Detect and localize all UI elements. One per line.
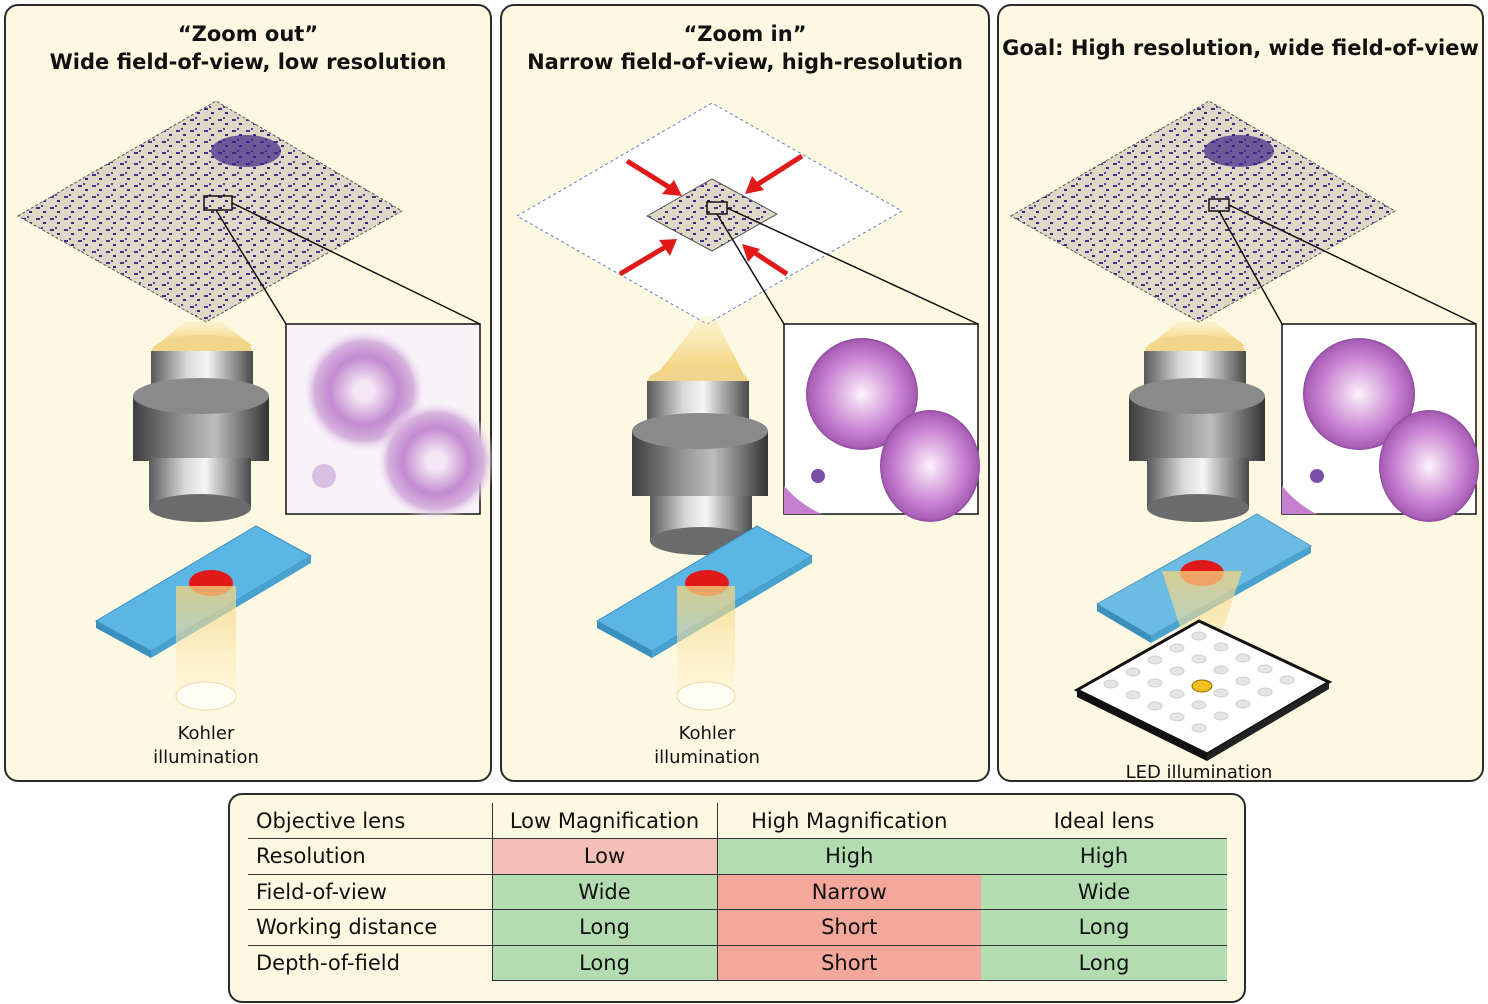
title-line-2: Narrow field-of-view, high-resolution: [527, 50, 963, 74]
table-row: Working distance Long Short Long: [248, 909, 1227, 946]
specimen-plane: [645, 178, 779, 252]
led-grid: [1103, 631, 1295, 733]
table-row: Field-of-view Wide Narrow Wide: [248, 874, 1227, 910]
goal-illustration: [1009, 100, 1479, 761]
panel-goal: Goal: High resolution, wide field-of-vie…: [997, 4, 1484, 785]
caption-line-2: illumination: [153, 747, 259, 768]
title-line-1: “Zoom in”: [683, 22, 807, 46]
header-cell: Objective lens: [248, 803, 492, 839]
row-label: Working distance: [248, 909, 492, 946]
illumination-caption: Kohler illumination: [126, 722, 286, 770]
comparison-table: Objective lens Low Magnification High Ma…: [248, 803, 1227, 981]
caption-line-1: Kohler: [177, 723, 235, 744]
table-cell: Short: [716, 909, 981, 946]
panel-zoom-out: “Zoom out” Wide field-of-view, low resol…: [4, 4, 494, 782]
panel-title: “Zoom in” Narrow field-of-view, high-res…: [502, 20, 988, 76]
caption-line-1: LED illumination: [1125, 762, 1273, 783]
table-cell: Long: [981, 945, 1227, 981]
caption-line-1: Kohler: [678, 723, 736, 744]
zoom-in-illustration: [515, 102, 980, 711]
title-line-1: Goal: High resolution, wide field-of-vie…: [1002, 36, 1479, 60]
table-cell: Long: [981, 909, 1227, 946]
specimen-plane: [16, 100, 403, 323]
table-cell: High: [981, 838, 1227, 875]
active-led: [1191, 679, 1213, 693]
comparison-table-panel: Objective lens Low Magnification High Ma…: [228, 793, 1246, 1003]
table-cell: High: [716, 838, 981, 875]
row-label: Depth-of-field: [256, 951, 400, 975]
table-header-row: Objective lens Low Magnification High Ma…: [248, 803, 1227, 839]
table-cell: Narrow: [716, 874, 981, 910]
cell-cluster: [211, 135, 281, 167]
specimen-plane: [1009, 100, 1396, 323]
header-cell: Ideal lens: [981, 803, 1227, 839]
header-cell: Low Magnification: [491, 803, 717, 839]
row-label: Field-of-view: [248, 874, 492, 910]
illumination-caption: LED illumination: [1099, 761, 1299, 785]
panel-title: “Zoom out” Wide field-of-view, low resol…: [6, 20, 490, 76]
light-cone: [652, 316, 747, 381]
illumination-caption: Kohler illumination: [627, 722, 787, 770]
table-row: Resolution Low High High: [248, 838, 1227, 875]
title-line-1: “Zoom out”: [177, 22, 319, 46]
header-cell: High Magnification: [716, 803, 981, 839]
row-label: Resolution: [248, 838, 492, 875]
table-cell: Wide: [491, 874, 717, 910]
table-cell: Long: [491, 945, 717, 981]
cell-cluster: [1204, 135, 1274, 167]
table-cell: Long: [491, 909, 717, 946]
table-row: Depth-of-field Long Short Long: [248, 945, 1227, 981]
panel-zoom-in: “Zoom in” Narrow field-of-view, high-res…: [500, 4, 990, 782]
table-cell: Short: [716, 945, 981, 981]
title-line-2: Wide field-of-view, low resolution: [49, 50, 447, 74]
zoom-arrows: [618, 153, 804, 277]
kohler-beam: [677, 586, 735, 694]
panel-title: Goal: High resolution, wide field-of-vie…: [999, 34, 1482, 62]
kohler-beam: [176, 586, 236, 694]
zoom-out-illustration: [16, 100, 494, 711]
table-cell: Wide: [981, 874, 1227, 910]
table-cell: Low: [491, 838, 717, 875]
caption-line-2: illumination: [654, 747, 760, 768]
